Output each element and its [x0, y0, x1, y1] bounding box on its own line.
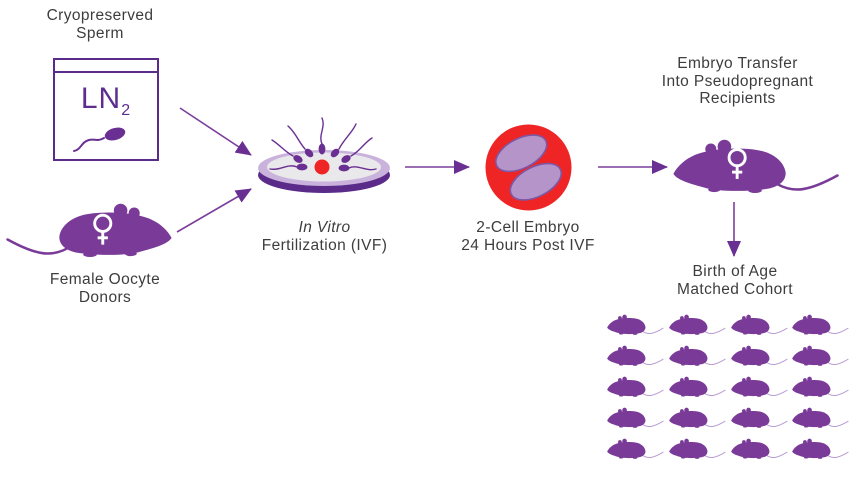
cohort-mouse-icon	[668, 314, 726, 336]
female-mouse-icon	[670, 138, 840, 196]
cohort-mouse-icon	[730, 314, 788, 336]
egg-icon	[314, 159, 330, 175]
cohort-mouse-icon	[668, 345, 726, 367]
cohort-mouse-icon	[730, 345, 788, 367]
transfer-label-line1: Embryo Transfer	[677, 55, 798, 72]
cohort-mouse-icon	[668, 376, 726, 398]
cohort-mouse-icon	[730, 407, 788, 429]
cohort-mouse-icon	[606, 345, 664, 367]
birth-label-line2: Matched Cohort	[677, 280, 793, 298]
cohort-mouse-icon	[791, 314, 849, 336]
ln2-main-text: LN	[80, 82, 122, 115]
cryo-label-line2: Sperm	[76, 24, 124, 42]
transfer-label-line2: Into Pseudopregnant	[661, 72, 814, 90]
cryopreserved-sperm-label: Cryopreserved Sperm	[10, 7, 190, 42]
embryo-label-line2: 24 Hours Post IVF	[461, 236, 595, 254]
female-mouse-icon	[5, 202, 175, 260]
birth-cohort-label: Birth of Age Matched Cohort	[627, 263, 843, 298]
cryo-label-line1: Cryopreserved	[46, 7, 154, 24]
cohort-mouse-icon	[791, 345, 849, 367]
ln2-subscript: 2	[121, 102, 132, 119]
two-cell-embryo-icon	[485, 124, 572, 211]
cohort-mouse-icon	[606, 407, 664, 429]
embryo-transfer-label: Embryo Transfer Into Pseudopregnant Reci…	[630, 55, 845, 108]
embryo-label-line1: 2-Cell Embryo	[476, 219, 580, 236]
female-oocyte-donors-label: Female Oocyte Donors	[15, 271, 195, 306]
transfer-label-line3: Recipients	[699, 90, 776, 107]
cohort-mouse-icon	[791, 438, 849, 460]
donor-label-line1: Female Oocyte	[49, 271, 161, 288]
arrow-cryo-to-ivf	[179, 107, 252, 156]
ivf-label: In Vitro Fertilization (IVF)	[227, 219, 422, 254]
cohort-mouse-icon	[730, 376, 788, 398]
cohort-mouse-icon	[791, 376, 849, 398]
cohort-mouse-icon	[668, 407, 726, 429]
two-cell-embryo-label: 2-Cell Embryo 24 Hours Post IVF	[428, 219, 628, 254]
cohort-mouse-icon	[730, 438, 788, 460]
ivf-label-line1: In Vitro	[298, 219, 351, 236]
mouse-cohort-grid-icon	[606, 314, 850, 460]
cohort-mouse-icon	[606, 438, 664, 460]
female-symbol-icon	[93, 213, 113, 245]
cohort-mouse-icon	[668, 438, 726, 460]
tank-lid-line	[55, 71, 157, 73]
ln2-tank-with-sperm-icon: LN2	[53, 58, 159, 161]
ivf-label-line2: Fertilization (IVF)	[261, 236, 388, 254]
ln2-text: LN2	[55, 82, 157, 120]
sperm-cluster-icon	[269, 117, 377, 171]
cohort-mouse-icon	[606, 314, 664, 336]
cohort-mouse-icon	[791, 407, 849, 429]
donor-label-line2: Donors	[78, 288, 132, 306]
birth-label-line1: Birth of Age	[692, 263, 778, 280]
sperm-icon	[68, 120, 134, 154]
cohort-mouse-icon	[606, 376, 664, 398]
petri-dish-sperm-egg-icon	[258, 117, 390, 193]
female-symbol-icon	[727, 148, 747, 179]
